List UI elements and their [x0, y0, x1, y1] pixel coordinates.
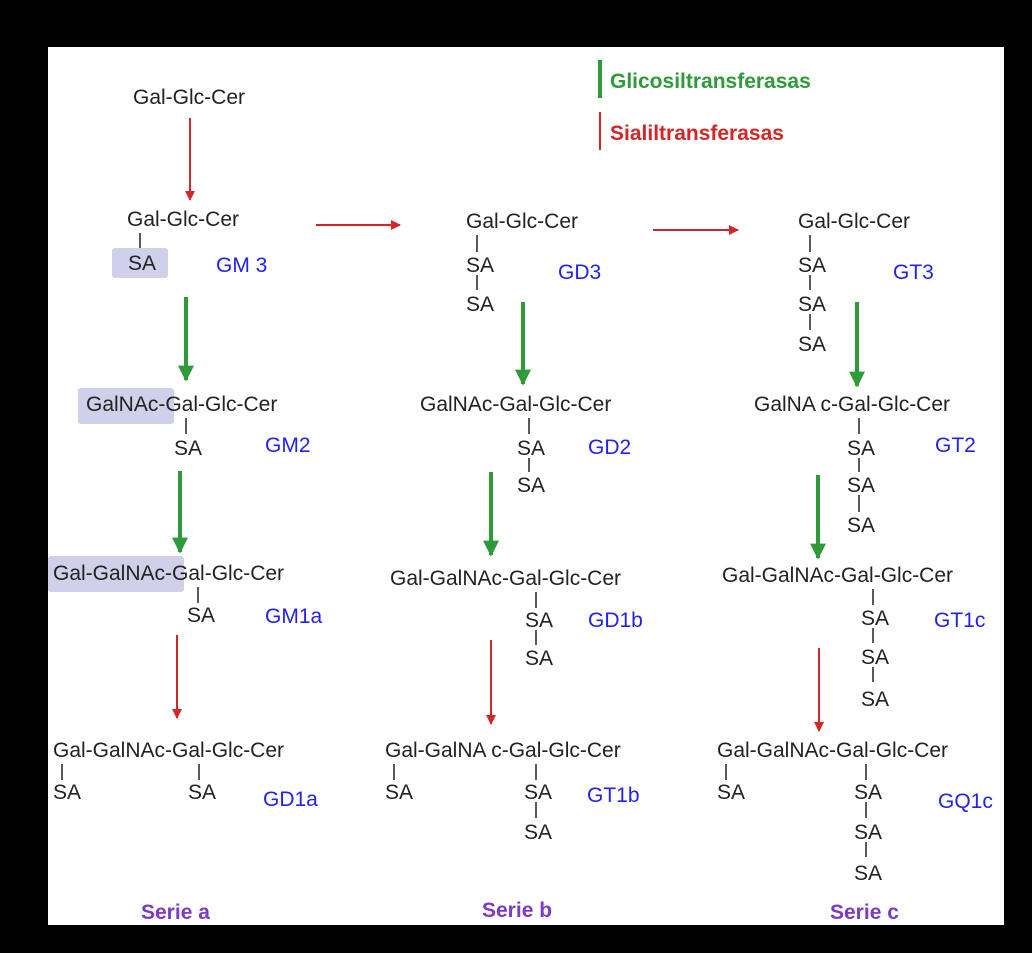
gd1b-chain: Gal-GalNAc-Gal-Glc-Cer [390, 567, 621, 590]
gd2-chain: GalNAc-Gal-Glc-Cer [420, 393, 611, 416]
gm3-chain: Gal-Glc-Cer [127, 208, 239, 231]
gm3-sa-1: SA [128, 252, 156, 275]
gd3-name: GD3 [558, 261, 601, 284]
gq1c-chain: Gal-GalNAc-Gal-Glc-Cer [717, 739, 948, 762]
gd2-sa-1: SA [517, 437, 545, 460]
gm1a-chain: Gal-GalNAc-Gal-Glc-Cer [53, 562, 284, 585]
gm2-sa-1: SA [174, 437, 202, 460]
gd2-name: GD2 [588, 436, 631, 459]
gd2-sa-2: SA [517, 474, 545, 497]
gt2-chain: GalNA c-Gal-Glc-Cer [754, 393, 950, 416]
root-chain: Gal-Glc-Cer [133, 86, 245, 109]
legend: Glicosiltransferasas Sialiltransferasas [598, 60, 811, 150]
gq1c-sa-3: SA [854, 862, 882, 885]
gd1b-sa-2: SA [525, 647, 553, 670]
gt2-name: GT2 [935, 434, 976, 457]
gt3-name: GT3 [893, 261, 934, 284]
gt3-sa-3: SA [798, 333, 826, 356]
gt3-chain: Gal-Glc-Cer [798, 210, 910, 233]
gm2-chain: GalNAc-Gal-Glc-Cer [86, 393, 277, 416]
gt1b-sa-1: SA [524, 781, 552, 804]
gm3-name: GM 3 [216, 254, 267, 277]
legend-glyco-label: Glicosiltransferasas [610, 70, 811, 93]
gt1b-sa-2: SA [524, 821, 552, 844]
gt1c-name: GT1c [934, 609, 985, 632]
gt1b-name: GT1b [587, 784, 640, 807]
series-c-label: Serie c [830, 901, 899, 924]
gd3-sa-2: SA [466, 293, 494, 316]
gd1a-name: GD1a [263, 788, 318, 811]
gm1a-sa-1: SA [187, 604, 215, 627]
gt2-sa-3: SA [847, 514, 875, 537]
gt1c-sa-3: SA [861, 688, 889, 711]
gd1a-sa-left: SA [53, 781, 81, 804]
gt1c-chain: Gal-GalNAc-Gal-Glc-Cer [722, 564, 953, 587]
legend-sial-label: Sialiltransferasas [610, 122, 784, 145]
gq1c-sa-2: SA [854, 821, 882, 844]
galnac-highlight-box [78, 388, 174, 424]
gd3-chain: Gal-Glc-Cer [466, 210, 578, 233]
gt2-sa-2: SA [847, 474, 875, 497]
gd1a-sa-1: SA [188, 781, 216, 804]
gd1a-chain: Gal-GalNAc-Gal-Glc-Cer [53, 739, 284, 762]
gt3-sa-2: SA [798, 293, 826, 316]
gq1c-sa-1: SA [854, 781, 882, 804]
gt1c-sa-2: SA [861, 646, 889, 669]
gd1b-sa-1: SA [525, 609, 553, 632]
gd1b-name: GD1b [588, 609, 643, 632]
gd3-sa-1: SA [466, 254, 494, 277]
gm2-name: GM2 [265, 434, 311, 457]
series-a-label: Serie a [141, 901, 210, 924]
gt2-sa-1: SA [847, 437, 875, 460]
gal-galnac-highlight-box [48, 556, 184, 592]
gq1c-sa-left: SA [717, 781, 745, 804]
series-b-label: Serie b [482, 899, 552, 922]
gq1c-name: GQ1c [938, 790, 993, 813]
sa-highlight-box [112, 248, 168, 278]
gm1a-name: GM1a [265, 605, 323, 628]
gt1b-chain: Gal-GalNA c-Gal-Glc-Cer [385, 739, 621, 762]
gt1b-sa-left: SA [385, 781, 413, 804]
diagram-panel [48, 47, 1004, 925]
gt1c-sa-1: SA [861, 607, 889, 630]
gt3-sa-1: SA [798, 254, 826, 277]
